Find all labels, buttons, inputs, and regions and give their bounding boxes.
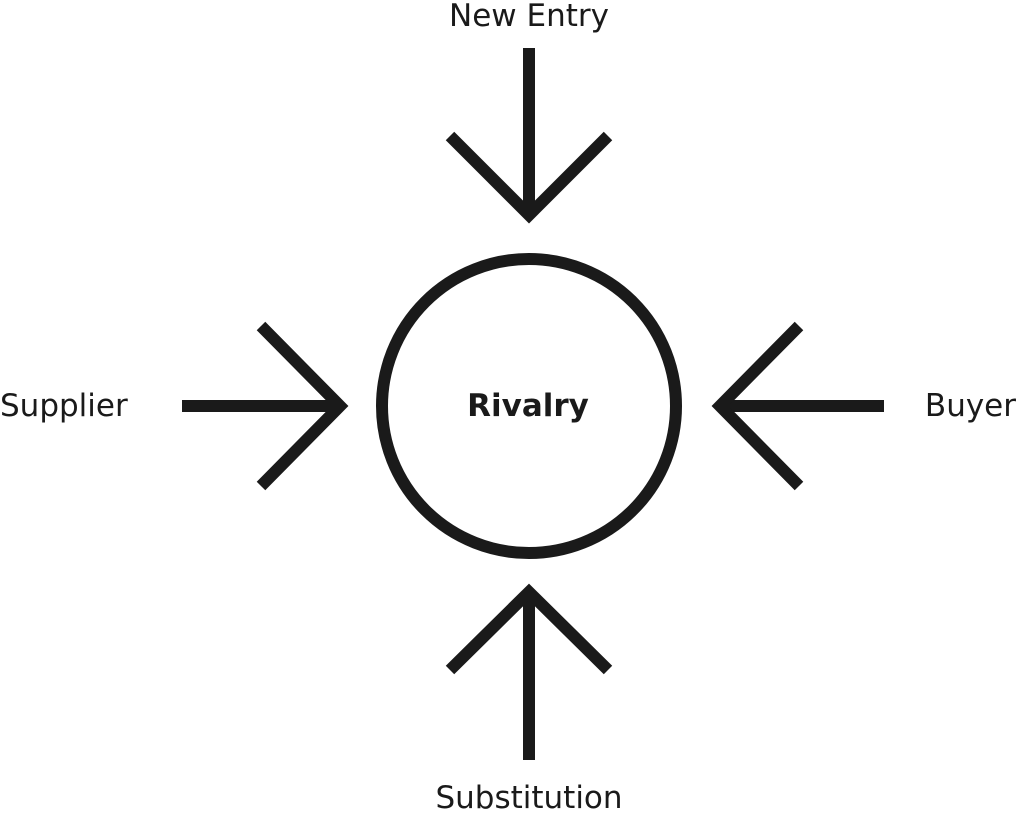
- bottom-arrow: [445, 583, 613, 760]
- left-arrow: [182, 321, 349, 491]
- top-arrow: [445, 48, 613, 224]
- rivalry-circle: [376, 253, 682, 559]
- force-label-new-entry: New Entry: [449, 0, 609, 34]
- force-label-supplier: Supplier: [0, 388, 128, 424]
- force-label-substitution: Substitution: [435, 780, 623, 816]
- center-label-rivalry: Rivalry: [467, 388, 589, 424]
- right-arrow: [711, 321, 884, 491]
- force-label-buyer: Buyer: [924, 388, 1016, 424]
